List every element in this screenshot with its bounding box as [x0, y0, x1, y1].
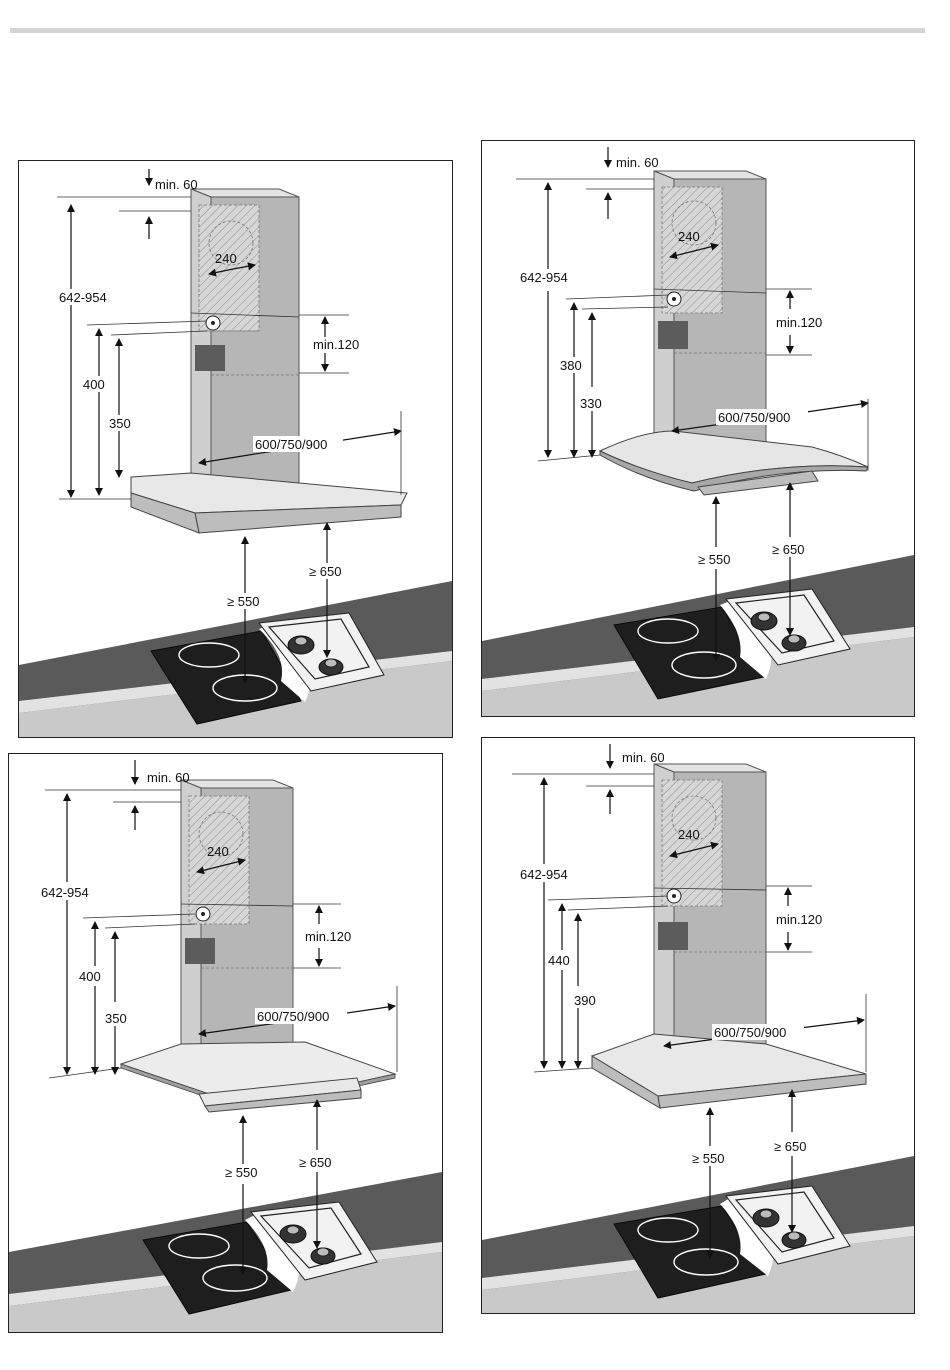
- bracket-inner-label: 390: [574, 993, 596, 1008]
- depth-label: 240: [207, 844, 229, 859]
- gas-burner-cap: [325, 659, 337, 667]
- gas-clearance-label: ≥ 650: [309, 564, 341, 579]
- bracket-outer-label: 380: [560, 358, 582, 373]
- extension-line: [49, 1068, 121, 1078]
- fan-hub: [201, 912, 205, 916]
- gas-burner-cap: [287, 1226, 299, 1234]
- diagram-panel-top-right: min. 60 642-954 380 330 min.120 240: [481, 140, 915, 717]
- bracket-inner-label: 350: [109, 416, 131, 431]
- fan-hub: [672, 297, 676, 301]
- vent-grille: [185, 938, 215, 964]
- depth-label: 240: [678, 827, 700, 842]
- gas-clearance-label: ≥ 650: [774, 1139, 806, 1154]
- hood-diagram-curved-glass: min. 60 642-954 380 330 min.120 240: [482, 141, 914, 716]
- vent-grille: [658, 922, 688, 950]
- min-top-label: min. 60: [155, 177, 198, 192]
- extension-line: [534, 1068, 592, 1072]
- bracket-outer-label: 400: [79, 969, 101, 984]
- bracket-inner-label: 350: [105, 1011, 127, 1026]
- gas-clearance-label: ≥ 650: [772, 542, 804, 557]
- total-height-label: 642-954: [520, 270, 568, 285]
- gas-burner-cap: [760, 1210, 772, 1218]
- depth-label: 240: [215, 251, 237, 266]
- min-gap-label: min.120: [776, 315, 822, 330]
- gas-burner-cap: [788, 635, 800, 643]
- electric-clearance-label: ≥ 550: [698, 552, 730, 567]
- total-height-label: 642-954: [41, 885, 89, 900]
- min-gap-label: min.120: [313, 337, 359, 352]
- vent-grille: [195, 345, 225, 371]
- bracket-inner-label: 330: [580, 396, 602, 411]
- hood-diagram-pyramid-canopy: min. 60 642-954 440 390 min.120 240: [482, 738, 914, 1313]
- extension-line: [87, 321, 207, 325]
- header-rule: [10, 28, 925, 33]
- depth-label: 240: [678, 229, 700, 244]
- hood-diagram-flat-canopy: min. 60 642-954 400 350 min.120 240: [19, 161, 452, 737]
- extension-line: [566, 295, 668, 299]
- gas-burner-cap: [295, 637, 307, 645]
- extension-line: [548, 896, 668, 900]
- total-height-label: 642-954: [59, 290, 107, 305]
- electric-clearance-label: ≥ 550: [225, 1165, 257, 1180]
- min-top-label: min. 60: [616, 155, 659, 170]
- duct-hidden: [662, 780, 722, 906]
- width-label: 600/750/900: [714, 1025, 786, 1040]
- min-gap-label: min.120: [776, 912, 822, 927]
- width-label: 600/750/900: [718, 410, 790, 425]
- bracket-outer-label: 440: [548, 953, 570, 968]
- fan-hub: [211, 321, 215, 325]
- min-gap-label: min.120: [305, 929, 351, 944]
- duct-hidden: [199, 205, 259, 331]
- extension-line: [568, 906, 668, 910]
- hood-diagram-glass-canopy: min. 60 642-954 400 350 min.120 240: [9, 754, 442, 1332]
- gas-burner-cap: [317, 1248, 329, 1256]
- electric-clearance-label: ≥ 550: [692, 1151, 724, 1166]
- electric-clearance-label: ≥ 550: [227, 594, 259, 609]
- width-label: 600/750/900: [257, 1009, 329, 1024]
- diagram-panel-bottom-left: min. 60 642-954 400 350 min.120 240: [8, 753, 443, 1333]
- total-height-label: 642-954: [520, 867, 568, 882]
- extension-line: [83, 914, 195, 918]
- min-top-label: min. 60: [147, 770, 190, 785]
- gas-burner-cap: [758, 613, 770, 621]
- extension-line: [538, 455, 600, 461]
- gas-clearance-label: ≥ 650: [299, 1155, 331, 1170]
- bracket-outer-label: 400: [83, 377, 105, 392]
- gas-burner-cap: [788, 1232, 800, 1240]
- diagram-panel-bottom-right: min. 60 642-954 440 390 min.120 240: [481, 737, 915, 1314]
- fan-hub: [672, 894, 676, 898]
- min-top-label: min. 60: [622, 750, 665, 765]
- diagram-panel-top-left: min. 60 642-954 400 350 min.120 240: [18, 160, 453, 738]
- vent-grille: [658, 321, 688, 349]
- width-label: 600/750/900: [255, 437, 327, 452]
